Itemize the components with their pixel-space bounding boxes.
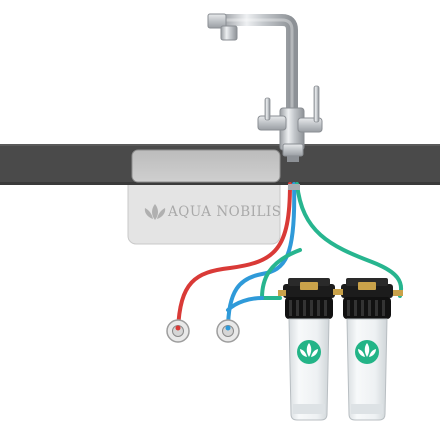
hot-valve — [166, 319, 190, 343]
filter-badge-icon — [297, 340, 321, 364]
hot-water-line — [176, 182, 292, 332]
filter-housing-1 — [278, 278, 335, 421]
brand-logo-text: AQUA NOBILIS — [168, 204, 282, 220]
faucet-tail-pipes — [288, 184, 300, 190]
kitchen-faucet — [207, 13, 323, 162]
cold-valve — [216, 319, 240, 343]
inlet-hose — [226, 296, 264, 312]
filtered-water-line — [260, 182, 404, 300]
sink-opening — [131, 149, 281, 183]
filter-badge-icon — [355, 340, 379, 364]
filter-housing-2 — [333, 278, 403, 421]
cold-water-line — [226, 182, 297, 332]
lotus-logo-icon — [144, 204, 166, 220]
